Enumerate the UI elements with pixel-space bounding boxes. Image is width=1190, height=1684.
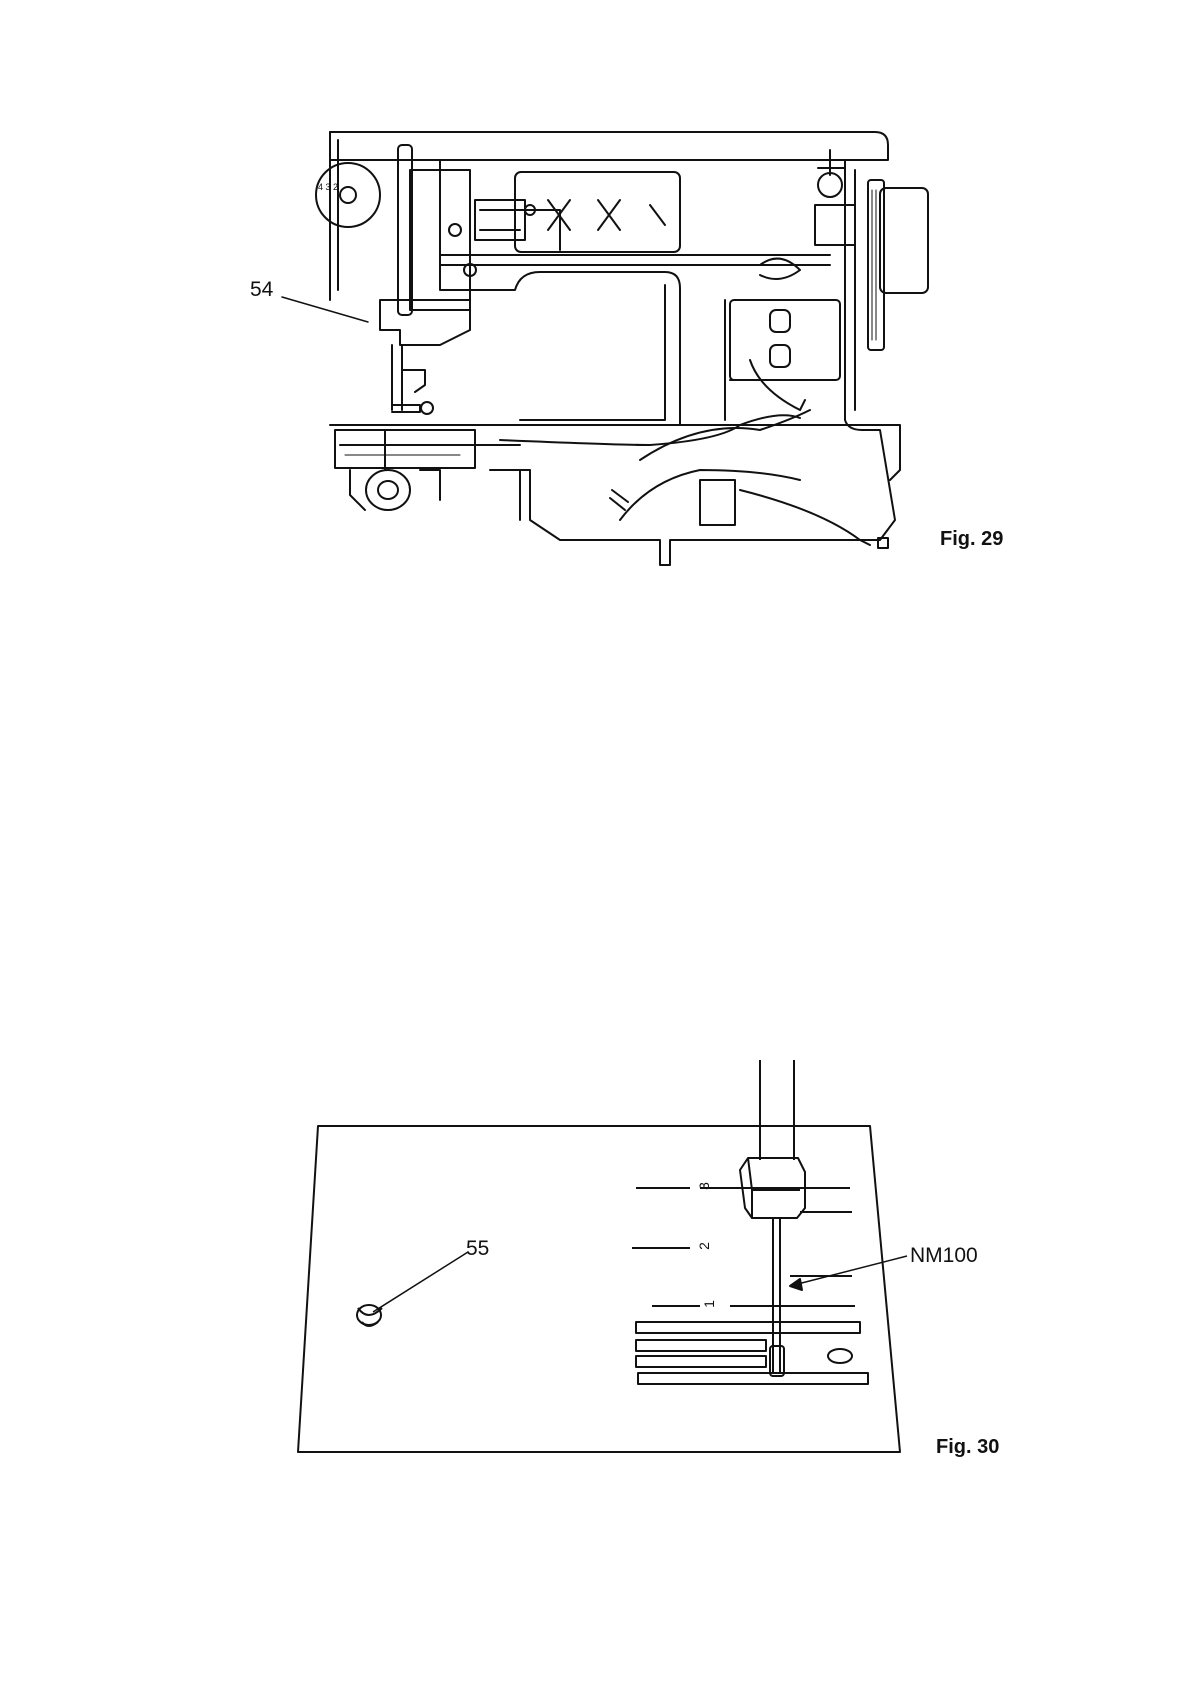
callout-54: 54 xyxy=(250,278,273,302)
callout-nm100: NM100 xyxy=(910,1244,978,1268)
scale-mark-2: 2 xyxy=(696,1242,712,1250)
sewing-machine-drawing: 4 3 2 xyxy=(0,0,1190,600)
figure-30: 3 2 1 xyxy=(0,1060,1190,1480)
figure-29: 4 3 2 xyxy=(0,0,1190,600)
scale-mark-3: 3 xyxy=(696,1182,712,1190)
svg-text:4 3 2: 4 3 2 xyxy=(318,182,338,192)
needle-plate-drawing xyxy=(0,1060,1190,1480)
callout-55: 55 xyxy=(466,1237,489,1261)
figure-29-caption: Fig. 29 xyxy=(940,528,1003,551)
scale-mark-1: 1 xyxy=(701,1300,717,1308)
figure-30-caption: Fig. 30 xyxy=(936,1436,999,1459)
